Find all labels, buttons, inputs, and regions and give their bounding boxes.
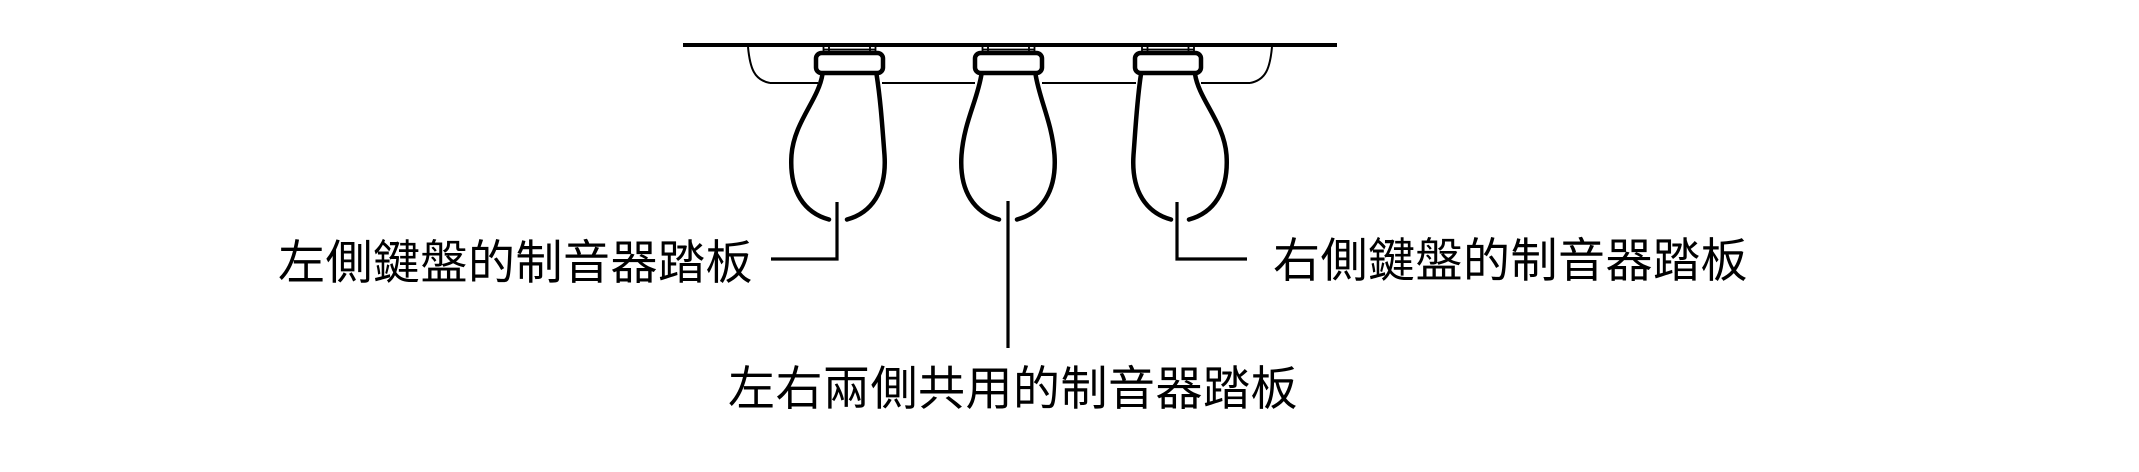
center-pedal [959, 47, 1057, 222]
left-pedal-body [789, 71, 887, 222]
pedal-recess-panel [747, 46, 1273, 84]
left-pedal [789, 47, 887, 222]
right-pedal-collar [1132, 50, 1204, 76]
center-pedal-body [959, 71, 1057, 222]
label-left-pedal: 左側鍵盤的制音器踏板 [278, 236, 753, 289]
label-center-pedal: 左右兩側共用的制音器踏板 [728, 362, 1298, 415]
right-pedal [1131, 47, 1229, 222]
leader-line-left [771, 202, 839, 261]
left-pedal-collar [813, 50, 886, 76]
leader-line-right [1175, 202, 1247, 261]
label-right-pedal: 右側鍵盤的制音器踏板 [1273, 234, 1748, 287]
center-pedal-collar [972, 50, 1045, 76]
right-pedal-body [1131, 71, 1229, 222]
